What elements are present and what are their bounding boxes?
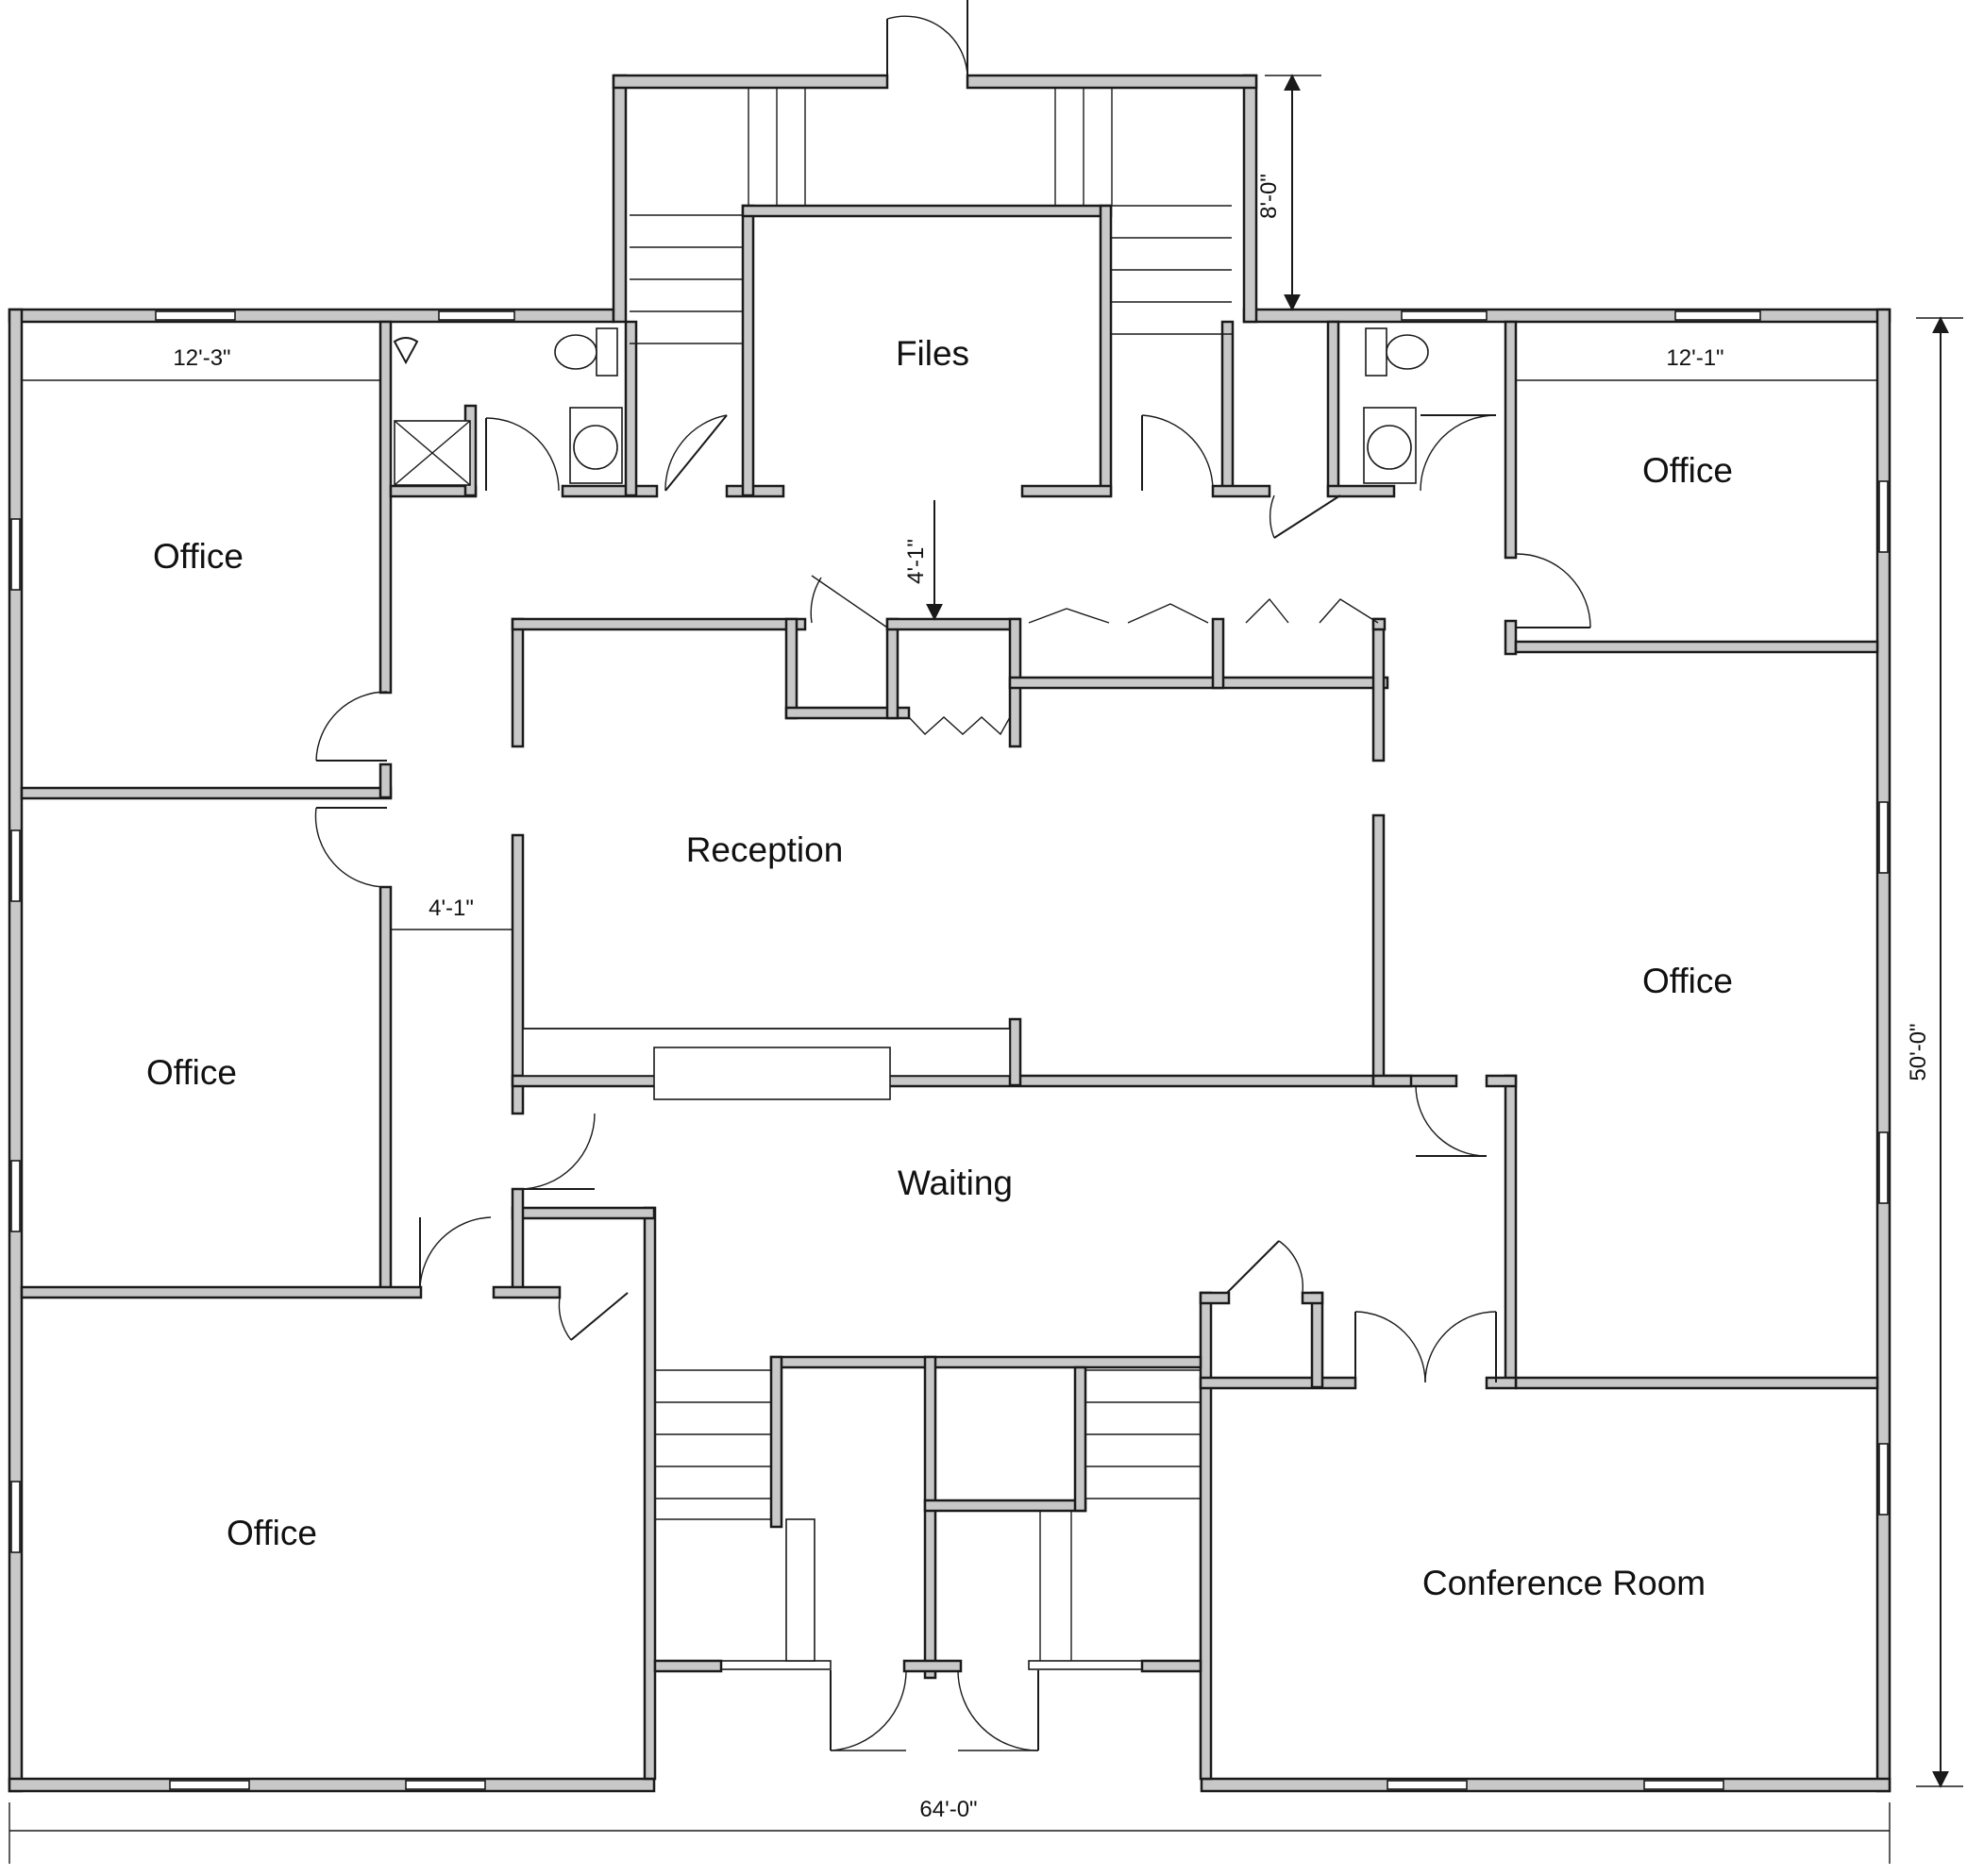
- sink-basin-right: [1367, 425, 1412, 470]
- reception-desk: [653, 1047, 891, 1100]
- dimension-labels: 12'-3" 12'-1" 8'-0" 4'-1" 4'-1" 50'-0" 6…: [173, 174, 1931, 1822]
- door-conference: [1354, 1311, 1497, 1383]
- stairs: [630, 88, 1232, 1662]
- dimension-lines: [8, 74, 1963, 1864]
- door-shower: [485, 417, 560, 492]
- stair-north-right: [1054, 88, 1232, 335]
- door-office-bottom-left: [419, 1216, 492, 1289]
- door-files: [1141, 414, 1214, 492]
- door-south-entry: [830, 1669, 1039, 1751]
- room-label-reception: Reception: [686, 830, 844, 869]
- toilet-tank-right: [1365, 327, 1387, 377]
- dim-label-building-width: 64'-0": [919, 1797, 977, 1822]
- stair-south-right: [1039, 1369, 1201, 1661]
- toilet-bowl-right: [1386, 334, 1429, 370]
- dim-label-entry-depth: 8'-0": [1256, 174, 1282, 219]
- room-label-waiting: Waiting: [898, 1164, 1013, 1202]
- windows: [10, 310, 1889, 1790]
- fixtures: [393, 327, 1429, 1100]
- room-label-office-top-left: Office: [153, 537, 244, 576]
- doors: [314, 0, 1591, 1751]
- room-label-office-right: Office: [1642, 962, 1733, 1000]
- door-wc-left: [664, 414, 728, 492]
- door-office-mid-left: [314, 807, 388, 888]
- door-conference-closet: [1226, 1240, 1304, 1294]
- room-labels: Files Office Office Reception Office Off…: [146, 334, 1733, 1602]
- dim-label-corridor-horizontal: 4'-1": [429, 896, 474, 921]
- dim-label-building-height: 50'-0": [1906, 1023, 1931, 1080]
- dim-label-corridor-vertical: 4'-1": [903, 539, 929, 584]
- room-label-conference: Conference Room: [1422, 1564, 1706, 1602]
- stair-north-left: [630, 88, 806, 344]
- door-small-closet: [558, 1292, 629, 1341]
- door-office-top-left: [315, 691, 388, 762]
- sink-basin-left: [573, 425, 618, 470]
- door-wc-right: [1269, 414, 1497, 539]
- dim-label-office-top-right-width: 12'-1": [1666, 345, 1723, 371]
- room-label-office-top-right: Office: [1642, 451, 1733, 490]
- room-label-office-bottom-left: Office: [227, 1514, 317, 1552]
- toilet-bowl-left: [554, 334, 597, 370]
- door-office-right-lower: [1415, 1084, 1488, 1157]
- sink-icon: [393, 337, 419, 365]
- stair-south-left: [655, 1369, 815, 1662]
- room-label-office-mid-left: Office: [146, 1053, 237, 1092]
- dim-label-office-top-left-width: 12'-3": [173, 345, 230, 371]
- toilet-tank-left: [596, 327, 618, 377]
- door-north-entry: [886, 0, 968, 82]
- room-label-files: Files: [896, 334, 969, 373]
- door-waiting-left: [513, 1113, 596, 1190]
- door-office-top-right: [1515, 553, 1591, 628]
